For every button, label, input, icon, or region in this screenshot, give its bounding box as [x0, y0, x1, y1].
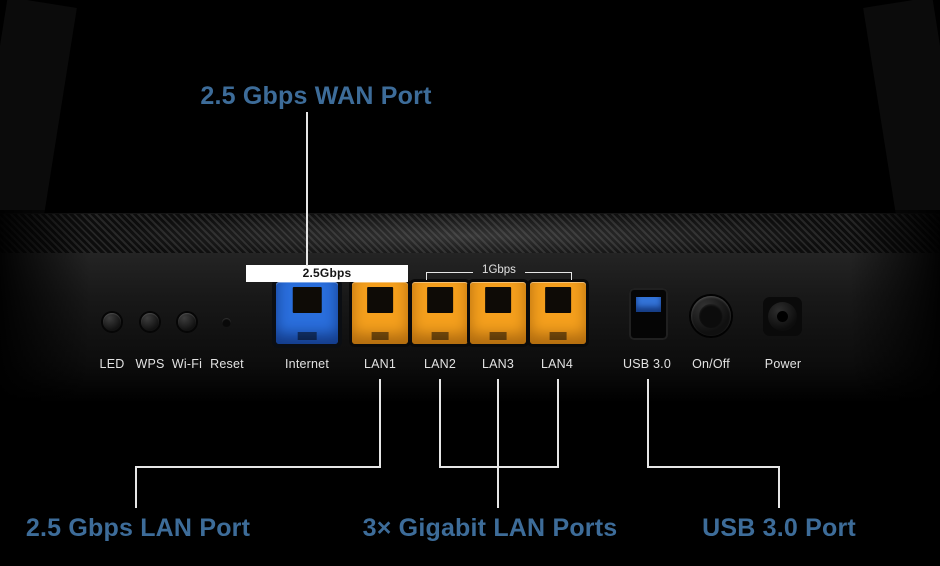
router-top-surface: [0, 213, 940, 254]
port-label-led: LED: [99, 357, 125, 371]
gigabit-speed-bracket: 1Gbps: [426, 263, 572, 283]
callout-line-gigabit-horizontal: [439, 466, 559, 468]
led-button: [103, 313, 121, 331]
callout-gigabit-ports: 3× Gigabit LAN Ports: [362, 514, 618, 542]
usb3-port: [629, 288, 668, 340]
callout-line-lan1-horizontal: [135, 466, 381, 468]
port-label-lan3: LAN3: [481, 357, 515, 371]
port-label-wifi: Wi-Fi: [171, 357, 203, 371]
callout-lan-port: 2.5 Gbps LAN Port: [25, 514, 251, 542]
callout-line-lan2: [439, 379, 441, 468]
port-label-lan2: LAN2: [423, 357, 457, 371]
right-edge-shadow: [850, 210, 940, 406]
lan2-port: [412, 282, 468, 344]
wifi-button: [178, 313, 196, 331]
port-label-reset: Reset: [210, 357, 244, 371]
port-label-wps: WPS: [135, 357, 165, 371]
callout-line-lan1-vertical: [379, 379, 381, 468]
wan-speed-tag: 2.5Gbps: [246, 265, 408, 282]
callout-line-usb-vertical: [647, 379, 649, 468]
callout-line-gigabit-drop: [497, 466, 499, 508]
callout-wan-port: 2.5 Gbps WAN Port: [200, 82, 432, 110]
port-label-usb: USB 3.0: [623, 357, 671, 371]
callout-line-usb-drop: [778, 466, 780, 508]
callout-line-lan3: [497, 379, 499, 468]
port-label-onoff: On/Off: [692, 357, 730, 371]
reset-pinhole: [222, 318, 231, 327]
bracket-right-segment: [525, 272, 572, 280]
callout-line-wan: [306, 112, 308, 266]
wps-button: [141, 313, 159, 331]
port-label-power: Power: [764, 357, 802, 371]
port-label-lan4: LAN4: [540, 357, 574, 371]
internet-wan-port: [276, 282, 338, 344]
lan3-port: [470, 282, 526, 344]
lan1-port: [352, 282, 408, 344]
bracket-left-segment: [426, 272, 473, 280]
callout-usb-port: USB 3.0 Port: [702, 514, 856, 542]
callout-line-lan4: [557, 379, 559, 468]
dc-power-jack: [763, 297, 802, 336]
gigabit-speed-label: 1Gbps: [482, 264, 516, 276]
callout-line-usb-horizontal: [647, 466, 780, 468]
callout-line-lan1-drop: [135, 466, 137, 508]
lan4-port: [530, 282, 586, 344]
power-button: [691, 296, 731, 336]
port-label-lan1: LAN1: [363, 357, 397, 371]
left-edge-shadow: [0, 210, 90, 406]
port-label-internet: Internet: [285, 357, 329, 371]
